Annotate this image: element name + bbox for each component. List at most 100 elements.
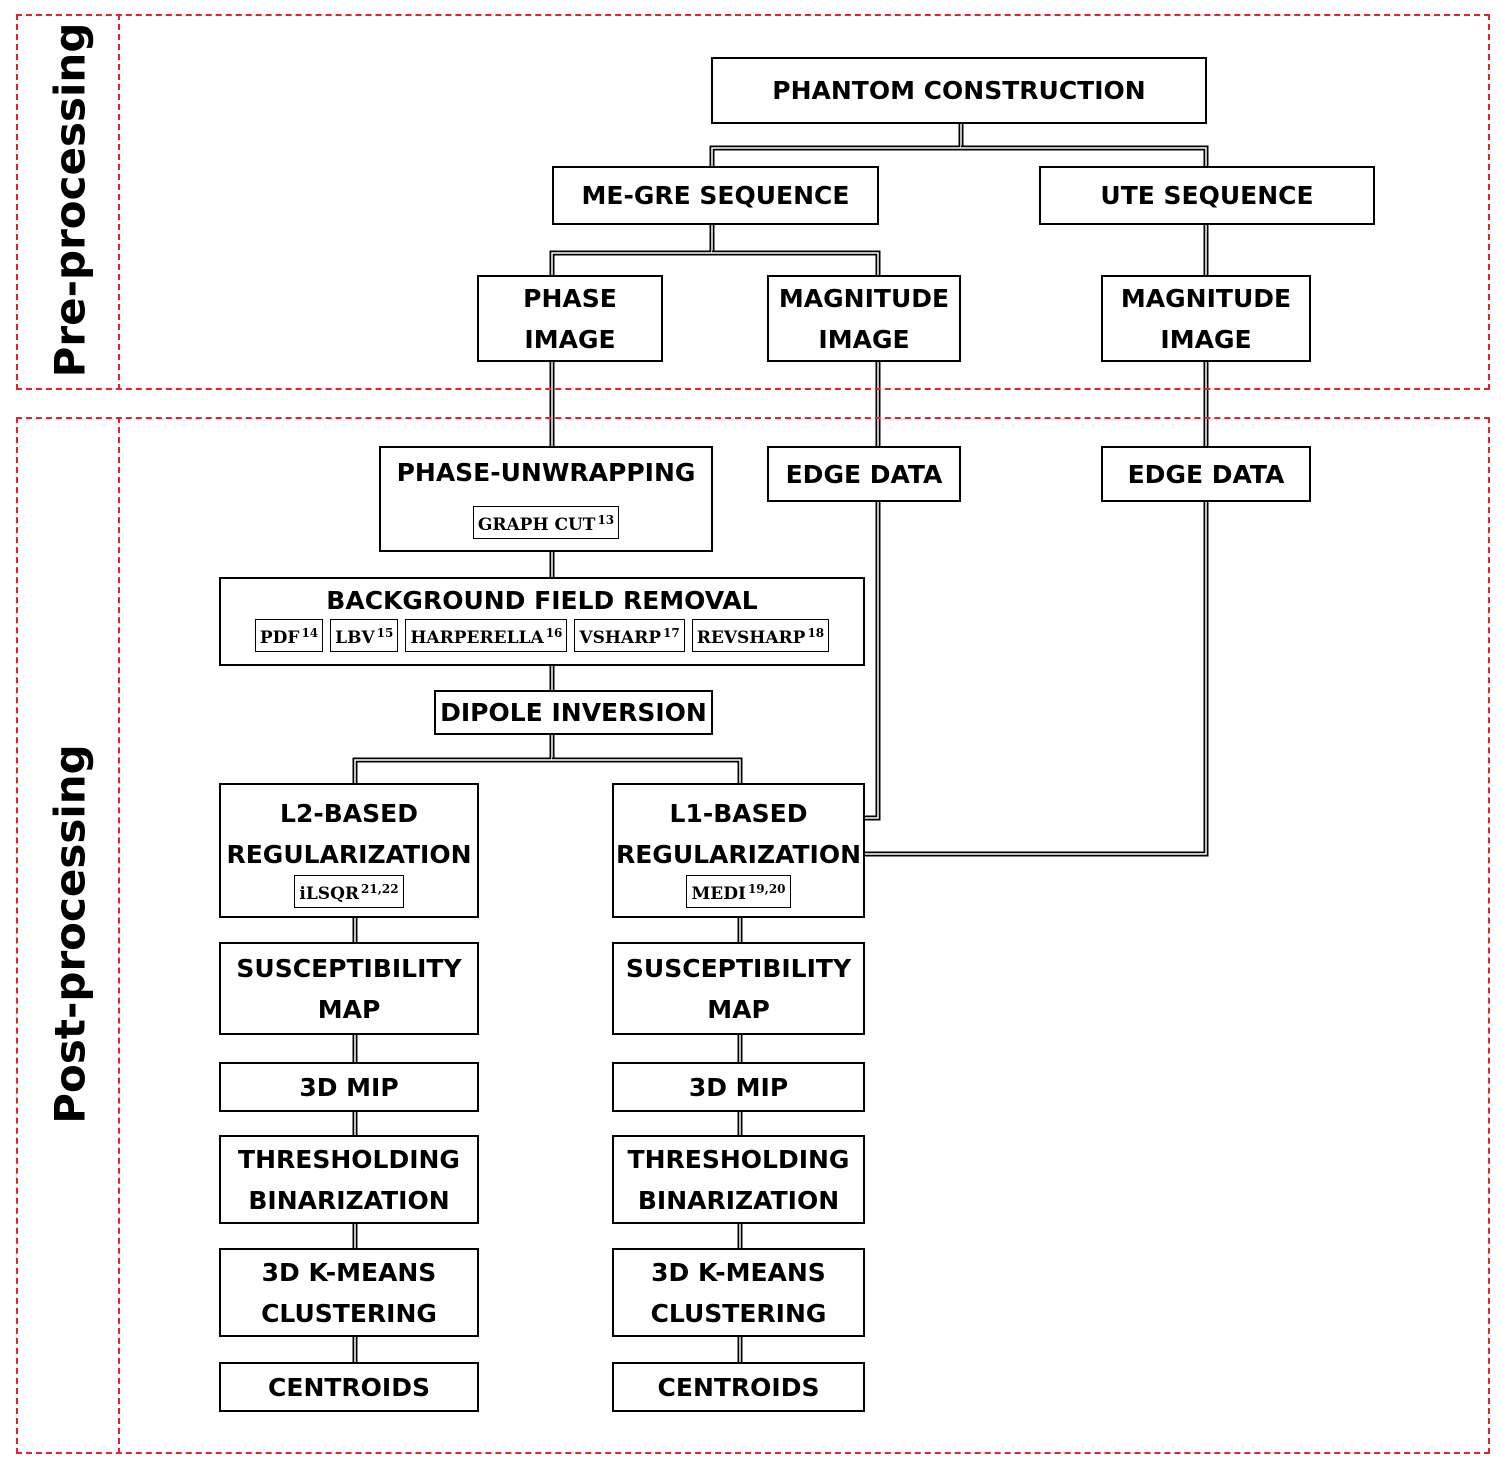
- ute-magnitude-image-line1: MAGNITUDE: [1120, 283, 1292, 313]
- phase-image-box: PHASE IMAGE: [477, 275, 663, 362]
- l2-susceptibility-map-line1: SUSCEPTIBILITY: [236, 953, 462, 983]
- l2-kmeans-line1: 3D K-MEANS: [261, 1257, 437, 1287]
- connector-gap-0: [711, 124, 962, 166]
- l2-kmeans-box: 3D K-MEANS CLUSTERING: [219, 1248, 479, 1337]
- phase-image-line2: IMAGE: [524, 324, 616, 354]
- phantom-construction-box: PHANTOM CONSTRUCTION: [711, 57, 1207, 124]
- l2-3d-mip-box: 3D MIP: [219, 1062, 479, 1112]
- connector-gap-2: [551, 225, 713, 275]
- phantom-construction-label: PHANTOM CONSTRUCTION: [772, 76, 1146, 105]
- l2-3d-mip-label: 3D MIP: [299, 1072, 399, 1102]
- ute-edge-data-label: EDGE DATA: [1127, 459, 1285, 489]
- post-processing-divider: [118, 417, 120, 1454]
- l1-susceptibility-map-box: SUSCEPTIBILITY MAP: [612, 942, 865, 1035]
- method-name: GRAPH CUT: [477, 515, 596, 535]
- me-gre-sequence-label: ME-GRE SEQUENCE: [581, 181, 850, 210]
- l1-susceptibility-map-line1: SUSCEPTIBILITY: [625, 953, 852, 983]
- l2-centroids-label: CENTROIDS: [268, 1372, 430, 1402]
- phase-image-line1: PHASE: [523, 283, 617, 313]
- ute-sequence-box: UTE SEQUENCE: [1039, 166, 1375, 225]
- connector-gap-13: [865, 502, 1207, 855]
- connector-gap-3: [712, 252, 879, 275]
- method-ref: 15: [376, 626, 394, 640]
- post-processing-region: [16, 417, 1490, 1454]
- method-name: VSHARP: [579, 628, 662, 648]
- ute-edge-data-box: EDGE DATA: [1101, 446, 1311, 502]
- dipole-inversion-box: DIPOLE INVERSION: [434, 690, 713, 735]
- l1-regularization-line2: REGULARIZATION: [615, 840, 862, 869]
- l1-centroids-box: CENTROIDS: [612, 1362, 865, 1412]
- l1-thresholding-line2: BINARIZATION: [637, 1185, 840, 1215]
- method-ref: 14: [301, 626, 319, 640]
- l2-susceptibility-map-line2: MAP: [317, 994, 381, 1024]
- pre-processing-region: [16, 14, 1490, 390]
- me-gre-edge-data-label: EDGE DATA: [785, 459, 943, 489]
- l2-thresholding-box: THRESHOLDING BINARIZATION: [219, 1135, 479, 1224]
- ute-sequence-label: UTE SEQUENCE: [1100, 181, 1314, 210]
- me-gre-magnitude-image-line1: MAGNITUDE: [778, 283, 950, 313]
- l1-kmeans-line2: CLUSTERING: [650, 1298, 827, 1328]
- me-gre-sequence-box: ME-GRE SEQUENCE: [552, 166, 879, 225]
- ute-magnitude-image-box: MAGNITUDE IMAGE: [1101, 275, 1311, 362]
- connector-gap-10: [354, 735, 553, 783]
- l2-centroids-box: CENTROIDS: [219, 1362, 479, 1412]
- connector-gap-11: [552, 759, 741, 783]
- l1-3d-mip-label: 3D MIP: [688, 1072, 789, 1102]
- l2-thresholding-line2: BINARIZATION: [248, 1185, 450, 1215]
- post-processing-label: Post-processing: [45, 744, 95, 1124]
- method-ref: 16: [545, 626, 563, 640]
- ute-magnitude-image-line2: IMAGE: [1160, 324, 1252, 354]
- dipole-inversion-label: DIPOLE INVERSION: [440, 698, 707, 727]
- connector-gap-12: [865, 502, 879, 819]
- l1-thresholding-line1: THRESHOLDING: [627, 1144, 850, 1174]
- me-gre-magnitude-image-line2: IMAGE: [818, 324, 910, 354]
- l1-kmeans-box: 3D K-MEANS CLUSTERING: [612, 1248, 865, 1337]
- l1-centroids-label: CENTROIDS: [657, 1372, 820, 1402]
- l1-kmeans-line1: 3D K-MEANS: [651, 1257, 826, 1287]
- method-name: LBV: [335, 628, 375, 648]
- method-name: iLSQR: [299, 884, 360, 904]
- method-name: HARPERELLA: [410, 628, 544, 648]
- method-name: PDF: [259, 628, 300, 648]
- method-ref: 13: [597, 513, 615, 527]
- l1-regularization-line1: L1-BASED: [669, 799, 808, 828]
- pre-processing-divider: [118, 14, 120, 390]
- l2-regularization-line1: L2-BASED: [280, 799, 418, 828]
- l2-regularization-line2: REGULARIZATION: [226, 840, 472, 869]
- l2-kmeans-line2: CLUSTERING: [261, 1298, 437, 1328]
- l1-susceptibility-map-line2: MAP: [707, 994, 770, 1024]
- connector-gap-1: [961, 147, 1207, 166]
- method-name: MEDI: [691, 884, 746, 904]
- l2-susceptibility-map-box: SUSCEPTIBILITY MAP: [219, 942, 479, 1035]
- background-field-removal-label: BACKGROUND FIELD REMOVAL: [326, 586, 758, 615]
- pre-processing-label: Pre-processing: [45, 22, 95, 378]
- method-ref: 19,20: [747, 882, 786, 896]
- me-gre-magnitude-image-box: MAGNITUDE IMAGE: [767, 275, 961, 362]
- me-gre-edge-data-box: EDGE DATA: [767, 446, 961, 502]
- l1-3d-mip-box: 3D MIP: [612, 1062, 865, 1112]
- method-ref: 18: [807, 626, 825, 640]
- l1-thresholding-box: THRESHOLDING BINARIZATION: [612, 1135, 865, 1224]
- phase-unwrapping-label: PHASE-UNWRAPPING: [396, 458, 696, 487]
- method-ref: 21,22: [361, 882, 399, 896]
- method-name: REVSHARP: [696, 628, 806, 648]
- l2-thresholding-line1: THRESHOLDING: [238, 1144, 460, 1174]
- method-ref: 17: [663, 626, 680, 640]
